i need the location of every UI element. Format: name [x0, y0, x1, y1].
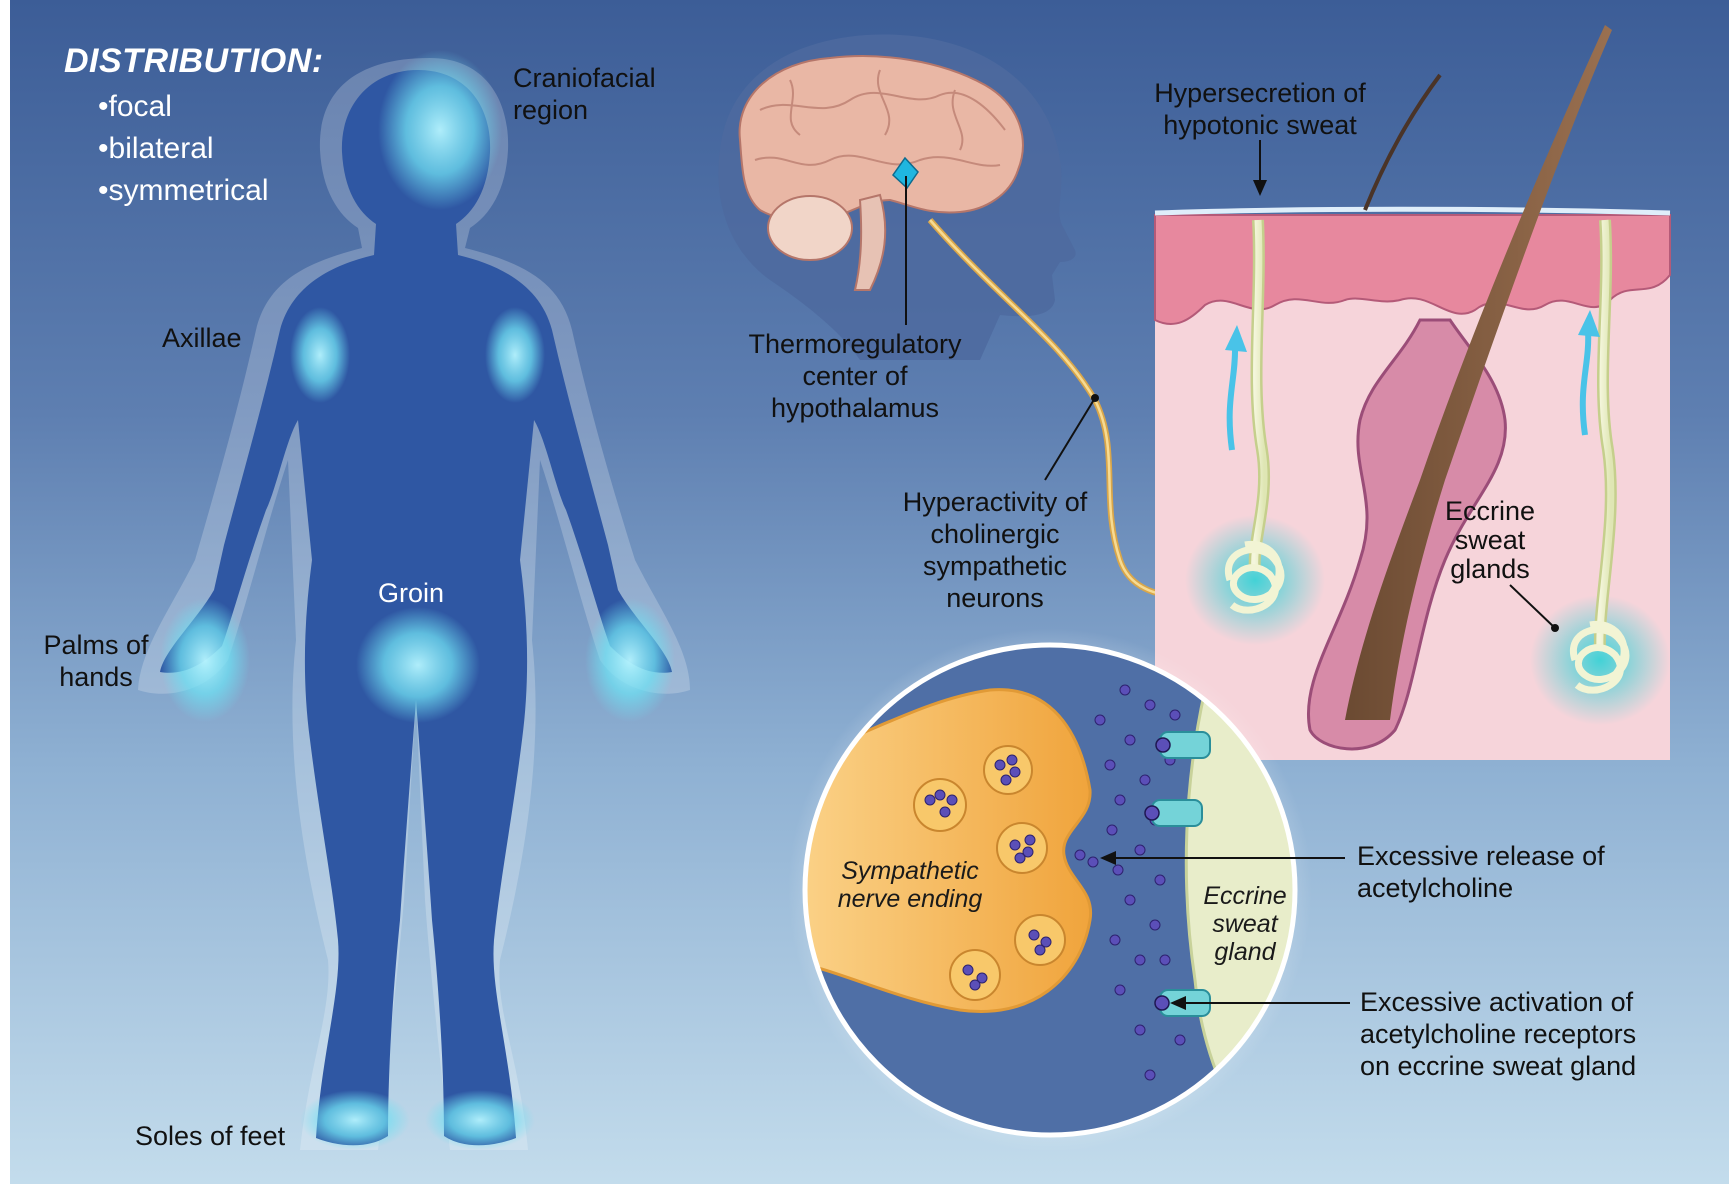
- distribution-item: focal: [98, 86, 269, 128]
- label-axillae: Axillae: [162, 322, 242, 354]
- skin-surface-sweat: [1155, 209, 1670, 213]
- label-excessive-activation: Excessive activation of acetylcholine re…: [1360, 986, 1636, 1082]
- pointer-eccrine-dot: [1551, 624, 1559, 632]
- glow-sole-right: [300, 1090, 410, 1150]
- label-groin: Groin: [378, 577, 444, 609]
- label-hypersecretion: Hypersecretion of hypotonic sweat: [1135, 77, 1385, 141]
- glow-axilla-left: [485, 307, 545, 403]
- distribution-item: bilateral: [98, 128, 269, 170]
- glow-palm-right: [160, 598, 250, 722]
- label-excessive-release: Excessive release of acetylcholine: [1357, 840, 1605, 904]
- label-craniofacial: Craniofacial region: [513, 62, 656, 126]
- label-soles: Soles of feet: [135, 1120, 285, 1152]
- distribution-title: DISTRIBUTION:: [64, 42, 324, 81]
- label-eccrine-glands: Eccrine sweat glands: [1430, 497, 1550, 584]
- distribution-list: focal bilateral symmetrical: [98, 86, 269, 212]
- glow-sole-left: [425, 1090, 535, 1150]
- label-hyperactivity: Hyperactivity of cholinergic sympathetic…: [880, 486, 1110, 614]
- label-nerve-ending: Sympathetic nerve ending: [835, 857, 985, 913]
- glow-craniofacial: [378, 50, 502, 210]
- pointer-nerve: [1045, 398, 1095, 480]
- label-palms: Palms of hands: [36, 629, 156, 693]
- distribution-item: symmetrical: [98, 170, 269, 212]
- label-thermoregulatory: Thermoregulatory center of hypothalamus: [730, 328, 980, 424]
- cerebellum: [768, 196, 852, 260]
- glow-groin: [356, 607, 480, 723]
- pointer-hypersecretion-head: [1253, 180, 1267, 196]
- glow-palm-left: [585, 598, 675, 722]
- glow-axilla-right: [290, 307, 350, 403]
- label-sweat-gland: Eccrine sweat gland: [1200, 882, 1290, 966]
